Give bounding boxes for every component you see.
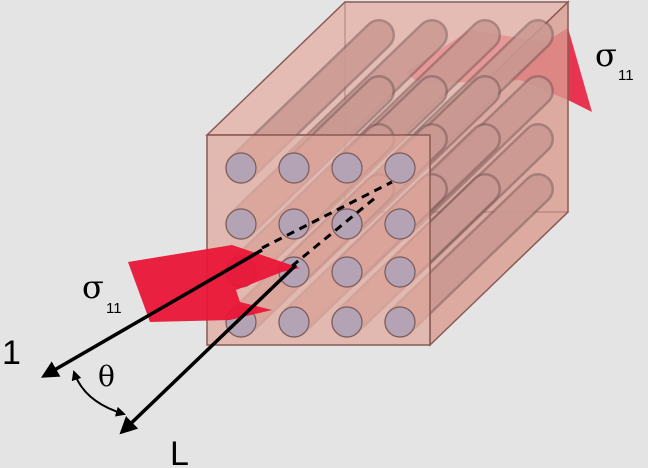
axis-1-arrow	[40, 248, 263, 378]
fiber-end-grid	[225, 152, 416, 338]
fiber-end	[278, 152, 310, 184]
fiber-end	[331, 152, 363, 184]
stress-label-right: σ	[595, 36, 617, 74]
angle-label: θ	[98, 360, 115, 393]
fiber-end	[331, 208, 363, 240]
axis-L-arrow	[119, 263, 298, 435]
angle-arc	[71, 370, 126, 417]
fiber-end	[331, 256, 363, 288]
fiber-end	[384, 306, 416, 338]
fiber-end	[278, 306, 310, 338]
fiber-end	[225, 208, 257, 240]
stress-label-left-subscript: 11	[106, 300, 122, 317]
fiber-end	[384, 208, 416, 240]
projection-lines	[261, 180, 393, 268]
fiber-end	[331, 306, 363, 338]
stress-label-left: σ	[82, 268, 104, 306]
fiber-end	[225, 152, 257, 184]
fiber-end	[278, 208, 310, 240]
axis-L-label: L	[170, 435, 189, 468]
axis-1-label: 1	[2, 334, 21, 372]
fiber-end	[384, 256, 416, 288]
stress-label-right-subscript: 11	[618, 67, 634, 84]
fiber-end	[278, 256, 310, 288]
fiber-end	[384, 152, 416, 184]
